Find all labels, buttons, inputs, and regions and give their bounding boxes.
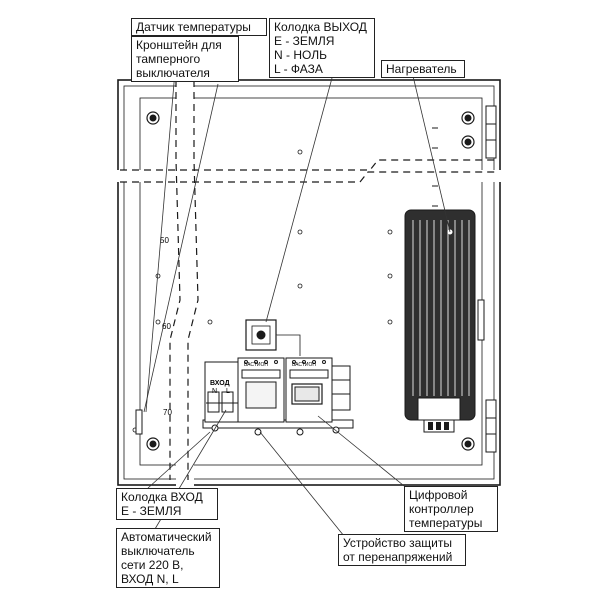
brand-label-controller: БАСТИОН <box>292 362 316 368</box>
callout-line: Цифровой <box>409 488 468 502</box>
cabinet-frame <box>117 79 501 486</box>
callout-line: N - НОЛЬ <box>274 48 327 62</box>
callout-surge-protector: Устройство защиты от перенапряжений <box>338 534 466 566</box>
callout-line: температуры <box>409 516 483 530</box>
brand-label-surge: БАСТИОН <box>244 362 268 368</box>
callout-line: Устройство защиты <box>343 536 452 550</box>
leader-lines <box>143 35 451 537</box>
callout-line: сети 220 В, <box>121 558 184 572</box>
callout-line: L - ФАЗА <box>274 62 323 76</box>
callout-line: выключателя <box>136 66 210 80</box>
break-gap-vertical <box>176 75 194 495</box>
callout-line: Колодка ВЫХОД <box>274 20 367 34</box>
callout-line: Колодка ВХОД <box>121 490 203 504</box>
temperature-sensor <box>245 319 301 356</box>
callout-line: E - ЗЕМЛЯ <box>274 34 335 48</box>
breaker-l: L <box>226 388 230 395</box>
breaker-n: N <box>212 388 218 395</box>
callout-line: E - ЗЕМЛЯ <box>121 504 182 518</box>
scale-mark-70: 70 <box>163 408 172 417</box>
callout-line: выключатель <box>121 544 195 558</box>
break-lines <box>120 80 498 480</box>
callout-breaker: Автоматический выключатель сети 220 В, В… <box>116 528 220 588</box>
scale-mark-60: 60 <box>162 322 171 331</box>
callout-controller: Цифровой контроллер температуры <box>404 486 498 532</box>
callout-line: от перенапряжений <box>343 550 453 564</box>
callout-output-block: Колодка ВЫХОД E - ЗЕМЛЯ N - НОЛЬ L - ФАЗ… <box>269 18 375 78</box>
scale-mark-50: 50 <box>160 236 169 245</box>
corner-screws <box>146 111 475 451</box>
callout-bracket: Кронштейн для тамперного выключателя <box>131 36 239 82</box>
callout-line: Нагреватель <box>386 62 457 76</box>
callout-line: Кронштейн для <box>136 38 222 52</box>
callout-line: Датчик температуры <box>136 20 251 34</box>
heater <box>404 209 476 433</box>
tamper-bracket <box>135 409 143 435</box>
callout-line: ВХОД N, L <box>121 572 179 586</box>
callout-line: тамперного <box>136 52 201 66</box>
callout-line: Автоматический <box>121 530 212 544</box>
callout-heater: Нагреватель <box>381 60 465 78</box>
callout-temperature-sensor: Датчик температуры <box>131 18 267 36</box>
break-gap-horizontal <box>112 170 507 182</box>
breaker-title: ВХОД <box>210 380 230 387</box>
hinges <box>477 105 497 453</box>
callout-line: контроллер <box>409 502 474 516</box>
callout-input-block: Колодка ВХОД E - ЗЕМЛЯ <box>116 488 218 520</box>
din-devices <box>202 357 354 436</box>
